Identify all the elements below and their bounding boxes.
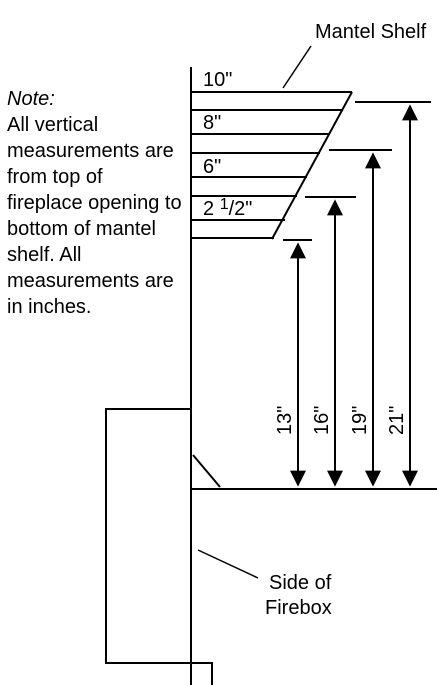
mantel-shelf-leader — [282, 45, 312, 89]
firebox-outline — [105, 408, 213, 685]
depth-label-10: 10" — [203, 69, 232, 91]
depth-label-8: 8" — [203, 112, 221, 134]
height-label-16: 16" — [311, 406, 333, 435]
depth-2-5-sup: 1 — [220, 196, 229, 213]
depth-label-2-5: 2 1/2" — [203, 196, 252, 220]
mantel-shelf-label: Mantel Shelf — [315, 21, 427, 43]
depth-2-5-whole: 2 — [203, 198, 220, 220]
firebox-leader — [197, 549, 259, 579]
firebox-label-line1: Side of — [269, 572, 332, 594]
height-label-21: 21" — [386, 406, 408, 435]
depth-2-5-rest: /2" — [229, 198, 253, 220]
note-body: All vertical measurements are from top o… — [7, 114, 182, 318]
clearance-slope-line — [271, 91, 353, 240]
height-label-19: 19" — [349, 406, 371, 435]
note-title: Note: — [7, 88, 55, 110]
depth-label-6: 6" — [203, 156, 221, 178]
measurement-note: Note: All vertical measurements are from… — [7, 86, 182, 320]
height-label-13: 13" — [274, 406, 296, 435]
firebox-label-line2: Firebox — [265, 597, 332, 619]
firebox-diagonal — [192, 454, 221, 488]
